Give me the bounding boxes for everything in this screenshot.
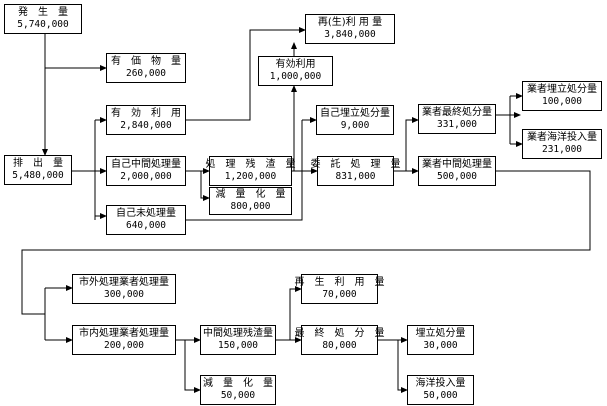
self-intermediate-value: 2,000,000 (120, 171, 172, 182)
recycle-total-label: 再(生)利 用 量 (317, 17, 383, 28)
effective-use-2-box: 有効利用 1,000,000 (258, 56, 333, 86)
ocean-value: 50,000 (423, 390, 458, 401)
treatment-residue-value: 1,200,000 (224, 171, 277, 182)
recycle-value: 70,000 (322, 289, 357, 300)
consigned-box: 委 託 処 理 量 831,000 (311, 156, 401, 186)
self-untreated-label: 自己未処理量 (116, 208, 176, 219)
ocean-label: 海洋投入量 (415, 378, 466, 389)
outside-city-label: 市外処理業者処理量 (79, 277, 169, 288)
contractor-ocean-label: 業者海洋投入量 (527, 132, 597, 143)
self-untreated-box: 自己未処理量 640,000 (106, 205, 186, 235)
outside-city-box: 市外処理業者処理量 300,000 (72, 274, 176, 304)
discharge-label: 排 出 量 (13, 158, 63, 169)
self-landfill-value: 9,000 (340, 120, 370, 131)
recycle-label: 再 生 利 用 量 (294, 277, 385, 288)
final-disposal-box: 最 終 処 分 量 80,000 (295, 325, 385, 355)
contractor-landfill-value: 100,000 (541, 96, 583, 107)
contractor-landfill-label: 業者埋立処分量 (527, 84, 597, 95)
valuables-value: 260,000 (125, 68, 167, 79)
self-landfill-box: 自己埋立処分量 9,000 (316, 105, 394, 135)
effective-use-value: 2,840,000 (120, 120, 172, 131)
treatment-residue-label: 処 理 残 渣 量 (205, 159, 296, 170)
self-intermediate-box: 自己中間処理量 2,000,000 (106, 156, 186, 186)
reduction-2-label: 減 量 化 量 (203, 378, 273, 389)
effective-use-2-label: 有効利用 (275, 59, 316, 70)
reduction-1-label: 減 量 化 量 (215, 189, 286, 200)
contractor-final-box: 業者最終処分量 331,000 (418, 104, 496, 134)
valuables-box: 有 価 物 量 260,000 (106, 53, 186, 83)
consigned-value: 831,000 (335, 171, 376, 182)
self-untreated-value: 640,000 (125, 220, 167, 231)
reduction-1-value: 800,000 (230, 201, 271, 212)
contractor-intermediate-box: 業者中間処理量 500,000 (418, 156, 496, 186)
final-disposal-value: 80,000 (322, 340, 357, 351)
landfill-label: 埋立処分量 (415, 328, 466, 339)
ocean-box: 海洋投入量 50,000 (407, 375, 474, 405)
generation-label: 発 生 量 (18, 7, 68, 18)
recycle-box: 再 生 利 用 量 70,000 (295, 274, 385, 304)
inside-city-box: 市内処理業者処理量 200,000 (72, 325, 176, 355)
self-intermediate-label: 自己中間処理量 (111, 159, 181, 170)
final-disposal-label: 最 終 処 分 量 (294, 328, 385, 339)
generation-box: 発 生 量 5,740,000 (4, 4, 82, 34)
effective-use-label: 有 効 利 用 (111, 108, 181, 119)
recycle-total-value: 3,840,000 (324, 29, 376, 40)
discharge-value: 5,480,000 (12, 170, 64, 181)
contractor-intermediate-value: 500,000 (436, 171, 478, 182)
intermediate-residue-box: 中間処理残渣量 150,000 (200, 325, 276, 355)
reduction-1-box: 減 量 化 量 800,000 (209, 187, 292, 215)
treatment-residue-box: 処 理 残 渣 量 1,200,000 (206, 156, 296, 186)
inside-city-value: 200,000 (103, 340, 145, 351)
contractor-landfill-box: 業者埋立処分量 100,000 (522, 81, 602, 111)
contractor-final-value: 331,000 (436, 119, 478, 130)
landfill-value: 30,000 (423, 340, 458, 351)
effective-use-2-value: 1,000,000 (269, 71, 322, 82)
inside-city-label: 市内処理業者処理量 (79, 328, 169, 339)
recycle-total-box: 再(生)利 用 量 3,840,000 (305, 14, 395, 44)
reduction-2-value: 50,000 (220, 390, 256, 401)
self-landfill-label: 自己埋立処分量 (320, 108, 390, 119)
generation-value: 5,740,000 (17, 19, 69, 30)
consigned-label: 委 託 処 理 量 (310, 159, 401, 170)
reduction-2-box: 減 量 化 量 50,000 (200, 375, 276, 405)
landfill-box: 埋立処分量 30,000 (407, 325, 474, 355)
intermediate-residue-value: 150,000 (217, 340, 259, 351)
discharge-box: 排 出 量 5,480,000 (4, 155, 72, 185)
intermediate-residue-label: 中間処理残渣量 (203, 328, 273, 339)
valuables-label: 有 価 物 量 (111, 56, 181, 67)
effective-use-box: 有 効 利 用 2,840,000 (106, 105, 186, 135)
contractor-ocean-box: 業者海洋投入量 231,000 (522, 129, 602, 159)
outside-city-value: 300,000 (103, 289, 145, 300)
contractor-ocean-value: 231,000 (541, 144, 583, 155)
contractor-final-label: 業者最終処分量 (422, 107, 492, 118)
contractor-intermediate-label: 業者中間処理量 (422, 159, 492, 170)
